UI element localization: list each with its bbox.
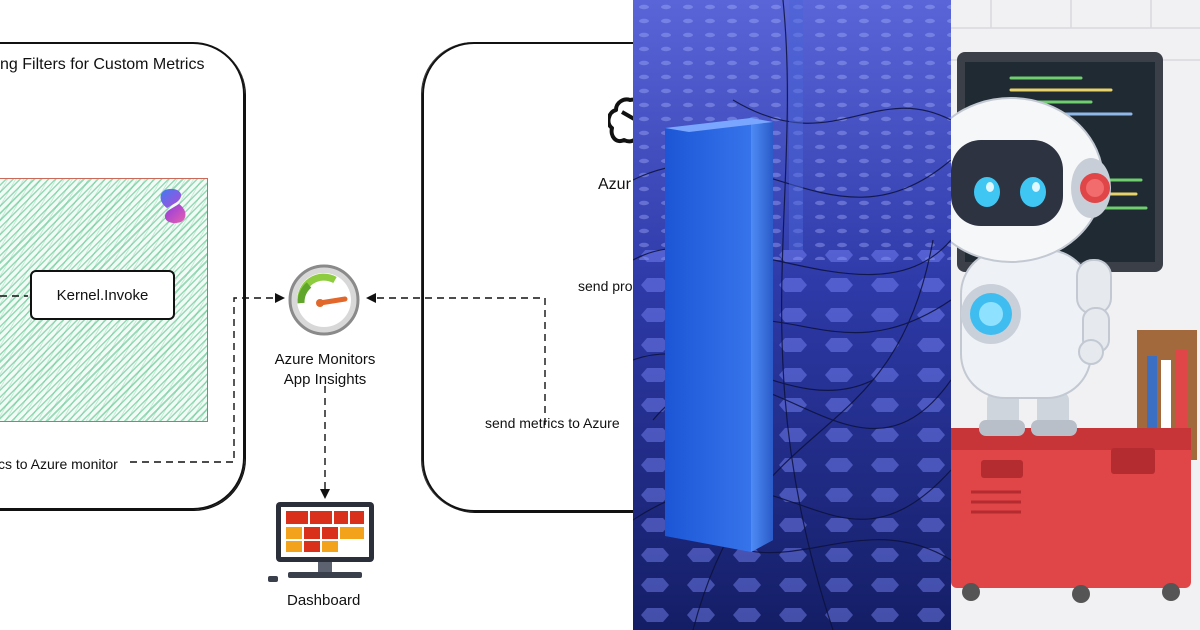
kernel-invoke-node: Kernel.Invoke — [30, 270, 175, 320]
azure-monitor-label-line2: App Insights — [283, 371, 367, 388]
metrics-to-monitor-label: cs to Azure monitor — [0, 456, 118, 472]
app-insights-gauge-icon — [288, 264, 360, 336]
data-visual-art — [633, 0, 951, 630]
send-metrics-right-label: send metrics to Azure — [485, 415, 620, 431]
metrics-right-connector — [366, 293, 546, 425]
dashboard-monitor-icon — [268, 502, 374, 582]
openai-logo-icon — [608, 97, 633, 144]
azure-monitor-label: Azure Monitors App Insights — [270, 350, 380, 390]
dashboard-label: Dashboard — [287, 592, 361, 609]
robot-scene-art — [951, 0, 1200, 630]
filters-title: ng Filters for Custom Metrics — [0, 56, 205, 73]
azure-openai-container — [422, 42, 633, 512]
kernel-invoke-label: Kernel.Invoke — [56, 286, 149, 304]
robot-illustration-image — [951, 0, 1200, 630]
data-visualization-image — [633, 0, 951, 630]
azure-monitor-label-line1: Azure Monitors — [274, 351, 376, 368]
architecture-diagram: ng Filters for Custom Metrics Kernel.Inv… — [0, 42, 633, 609]
metrics-left-connector — [130, 293, 285, 463]
custom-metrics-container — [0, 42, 245, 510]
send-prompt-label: send pro — [578, 278, 633, 294]
connector-lines — [0, 293, 546, 499]
azure-openai-label: Azur — [598, 176, 631, 193]
semantic-kernel-logo-icon — [160, 188, 186, 224]
